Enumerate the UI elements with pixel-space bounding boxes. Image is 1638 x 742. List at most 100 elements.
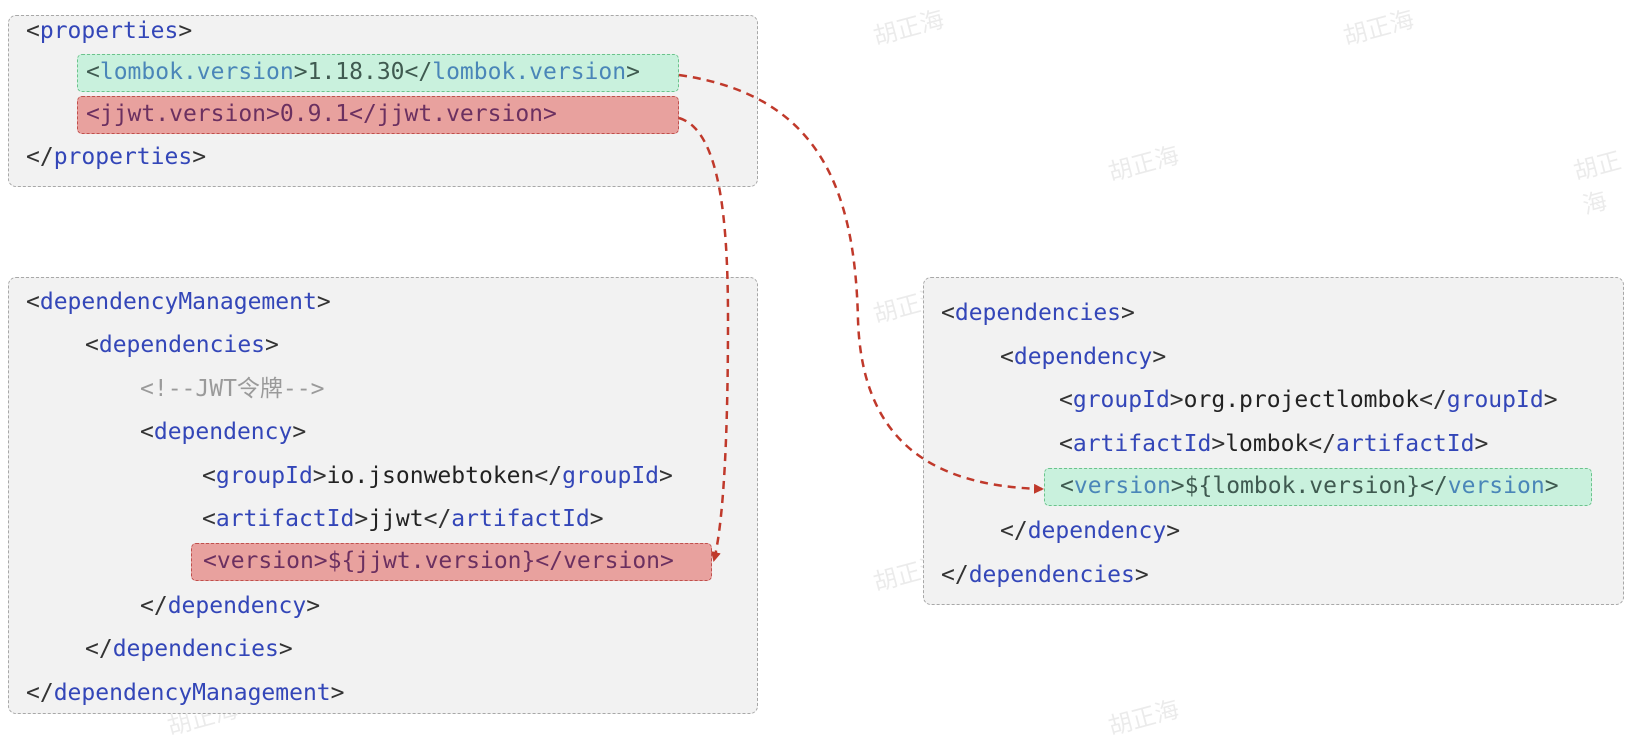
- tag-name: dependencyManagement: [53, 679, 331, 706]
- tag-name: properties: [53, 144, 193, 170]
- tag-bracket: >: [1169, 387, 1184, 414]
- tag-bracket: >: [312, 462, 327, 489]
- tag-bracket: >: [178, 18, 193, 44]
- tag-name: artifactId: [451, 506, 590, 532]
- tag-bracket: </: [423, 506, 452, 532]
- tag-bracket: </: [85, 636, 113, 663]
- green-highlight: <lombok.version>1.18.30</lombok.version>: [77, 54, 679, 92]
- code-line: <groupId>io.jsonwebtoken</groupId>: [202, 461, 673, 491]
- tag-name: jjwt.version: [376, 101, 544, 127]
- tag-bracket: >: [1121, 300, 1135, 326]
- code-line: <artifactId>lombok</artifactId>: [1059, 429, 1488, 459]
- tag-name: lombok.version: [99, 59, 294, 85]
- tag-bracket: >: [1134, 561, 1149, 588]
- tag-bracket: </: [535, 548, 564, 575]
- code-line: </dependency>: [1000, 516, 1180, 546]
- tag-name: dependencyManagement: [39, 289, 317, 315]
- tag-bracket: <: [1059, 430, 1073, 457]
- tag-name: dependency: [1027, 518, 1167, 544]
- tag-bracket: >: [626, 59, 640, 85]
- tag-bracket: >: [589, 506, 604, 532]
- tag-bracket: <: [26, 18, 40, 44]
- tag-bracket: <: [86, 101, 100, 127]
- red-highlight: <jjwt.version>0.9.1</jjwt.version>: [77, 96, 679, 134]
- tag-bracket: >: [265, 332, 279, 359]
- code-line: <dependencies>: [941, 298, 1135, 328]
- tag-bracket: <: [85, 332, 99, 359]
- code-line: <jjwt.version>0.9.1</jjwt.version>: [86, 99, 557, 129]
- tag-bracket: </: [1419, 387, 1447, 414]
- tag-name: dependency: [167, 592, 307, 619]
- tag-bracket: >: [316, 289, 331, 315]
- tag-bracket: <: [202, 462, 216, 489]
- code-line: </properties>: [26, 142, 206, 172]
- tag-name: dependencies: [98, 332, 266, 359]
- tag-name: dependency: [153, 419, 293, 446]
- tag-bracket: >: [543, 101, 557, 127]
- tag-bracket: >: [278, 636, 293, 663]
- tag-name: groupId: [1072, 387, 1170, 414]
- tag-bracket: <: [86, 59, 100, 85]
- tag-value: lombok: [1225, 430, 1309, 457]
- tag-bracket: >: [293, 59, 308, 85]
- tag-bracket: <: [202, 506, 216, 532]
- tag-bracket: >: [1152, 343, 1167, 370]
- code-line: </dependencies>: [85, 634, 293, 664]
- tag-name: artifactId: [1072, 430, 1212, 457]
- tag-value: ${lombok.version}: [1184, 473, 1421, 500]
- tag-name: version: [216, 548, 314, 575]
- tag-value: 0.9.1: [279, 101, 350, 127]
- tag-bracket: >: [659, 462, 673, 489]
- tag-bracket: </: [1308, 430, 1336, 457]
- tag-bracket: >: [1543, 387, 1558, 414]
- code-line: <version>${jjwt.version}</version>: [203, 546, 674, 576]
- dependency-management-block: [8, 277, 758, 714]
- tag-bracket: <: [26, 289, 40, 315]
- tag-bracket: </: [26, 144, 54, 170]
- tag-bracket: >: [1166, 518, 1181, 544]
- comment: <!--JWT令牌-->: [140, 375, 325, 402]
- tag-bracket: </: [534, 462, 563, 489]
- code-line: <dependency>: [1000, 342, 1166, 372]
- tag-name: groupId: [1446, 387, 1544, 414]
- tag-bracket: </: [404, 59, 433, 85]
- code-line: <dependencies>: [85, 330, 279, 360]
- tag-bracket: >: [306, 592, 321, 619]
- reference-arrows: [678, 73, 1044, 562]
- tag-bracket: >: [313, 548, 328, 575]
- tag-name: dependency: [1013, 343, 1153, 370]
- tag-value: 1.18.30: [307, 59, 405, 85]
- dependencies-block: [923, 277, 1624, 605]
- tag-name: dependencies: [954, 300, 1122, 326]
- tag-bracket: >: [330, 679, 345, 706]
- tag-name: version: [563, 548, 661, 575]
- tag-bracket: >: [1170, 473, 1185, 500]
- tag-bracket: >: [266, 101, 280, 127]
- tag-value: ${jjwt.version}: [327, 548, 536, 575]
- tag-name: groupId: [215, 462, 313, 489]
- tag-value: org.projectlombok: [1183, 387, 1420, 414]
- tag-bracket: >: [1544, 473, 1559, 500]
- tag-name: properties: [39, 18, 179, 44]
- tag-bracket: </: [26, 679, 54, 706]
- tag-bracket: >: [354, 506, 369, 532]
- red-highlight: <version>${jjwt.version}</version>: [191, 543, 712, 582]
- code-line: </dependencies>: [941, 560, 1149, 590]
- tag-name: dependencies: [968, 561, 1135, 588]
- tag-bracket: >: [192, 144, 207, 170]
- tag-name: jjwt.version: [99, 101, 267, 127]
- code-line: <version>${lombok.version}</version>: [1060, 471, 1559, 501]
- tag-bracket: </: [1420, 473, 1448, 500]
- tag-bracket: <: [1059, 387, 1073, 414]
- lombok-version-arrow: [678, 73, 1044, 494]
- tag-bracket: >: [1474, 430, 1489, 457]
- tag-name: dependencies: [112, 636, 279, 663]
- tag-bracket: <: [203, 548, 217, 575]
- tag-name: artifactId: [1336, 430, 1475, 457]
- tag-bracket: >: [660, 548, 674, 575]
- tag-name: version: [1447, 473, 1545, 500]
- code-line: </dependencyManagement>: [26, 678, 345, 708]
- code-line: <properties>: [26, 16, 192, 46]
- tag-bracket: </: [1000, 518, 1028, 544]
- tag-bracket: </: [941, 561, 969, 588]
